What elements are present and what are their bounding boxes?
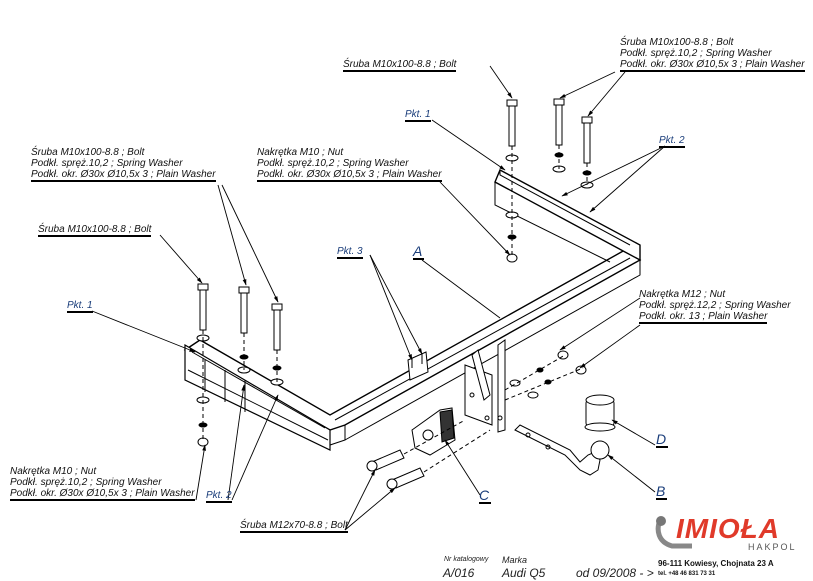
callout-text: Podkł. okr. Ø30x Ø10,5x 3 ; Plain Washer — [257, 169, 442, 182]
callout-top-right: Śruba M10x100-8.8 ; Bolt Podkł. spręż.10… — [620, 37, 805, 72]
callout-text: Śruba M10x100-8.8 ; Bolt — [38, 224, 152, 237]
callout-text: Śruba M10x100-8.8 ; Bolt — [343, 59, 457, 72]
make-value: Audi Q5 — [502, 566, 546, 580]
callout-text: Śruba M10x100-8.8 ; Bolt — [31, 147, 145, 158]
callout-text: Nakrętka M12 ; Nut — [639, 289, 726, 300]
callout-text: Nakrętka M10 ; Nut — [10, 466, 97, 477]
catalog-number-label: Nr katalogowy — [444, 556, 489, 563]
ball-cap-d — [584, 394, 616, 432]
part-d-label: D — [656, 431, 669, 448]
crossbar-a — [183, 169, 642, 451]
callout-text: Nakrętka M10 ; Nut — [257, 147, 344, 158]
callout-text: Podkł. spręż.12,2 ; Spring Washer — [639, 300, 791, 311]
callout-text: Podkł. okr. Ø30x Ø10,5x 3 ; Plain Washer — [31, 169, 216, 182]
catalog-number-value: A/016 — [443, 566, 475, 580]
callout-text: Podkł. spręż.10,2 ; Spring Washer — [257, 158, 409, 169]
callout-text: Podkł. spręż.10,2 ; Spring Washer — [620, 48, 772, 59]
pkt3-label: Pkt. 3 — [337, 246, 363, 259]
production-date-range: od 09/2008 - > — [576, 566, 654, 580]
callout-text: Podkł. okr. Ø30x Ø10,5x 3 ; Plain Washer — [10, 488, 195, 501]
callout-text: Śruba M12x70-8.8 ; Bolt — [240, 520, 348, 533]
callout-bottom-bolt: Śruba M12x70-8.8 ; Bolt — [240, 520, 348, 533]
towball-b — [514, 424, 610, 476]
callout-text: Podkł. spręż.10,2 ; Spring Washer — [31, 158, 183, 169]
socket-plate-c — [411, 407, 456, 456]
part-c-label: C — [479, 487, 492, 504]
callout-text: Śruba M10x100-8.8 ; Bolt — [620, 37, 734, 48]
callout-right-nut: Nakrętka M12 ; Nut Podkł. spręż.12,2 ; S… — [639, 289, 791, 324]
callout-left-upper: Śruba M10x100-8.8 ; Bolt Podkł. spręż.10… — [31, 147, 216, 182]
assembly-axes — [202, 145, 588, 473]
part-a-label: A — [413, 243, 425, 260]
leader-lines — [91, 65, 666, 531]
company-address: 96-111 Kowiesy, Chojnata 23 A — [658, 559, 774, 568]
pkt1-top-label: Pkt. 1 — [405, 109, 431, 122]
make-label: Marka — [502, 555, 528, 565]
pkt1-left-label: Pkt. 1 — [67, 300, 93, 313]
callout-top-center: Śruba M10x100-8.8 ; Bolt — [343, 59, 457, 72]
company-phone: tel. +48 46 831 73 31 — [658, 571, 716, 577]
callout-text: Podkł. okr. 13 ; Plain Washer — [639, 311, 768, 324]
pkt2-bottom-label: Pkt. 2 — [206, 490, 232, 503]
mounting-bracket — [464, 339, 506, 433]
callout-center-nut: Nakrętka M10 ; Nut Podkł. spręż.10,2 ; S… — [257, 147, 442, 182]
company-logo: IMIOŁA HAKPOL — [652, 514, 804, 554]
callout-left-bolt: Śruba M10x100-8.8 ; Bolt — [38, 224, 152, 237]
part-b-label: B — [656, 483, 668, 500]
callout-text: Podkł. spręż.10,2 ; Spring Washer — [10, 477, 162, 488]
towhook-logo-icon — [655, 516, 692, 549]
pkt2-right-label: Pkt. 2 — [659, 135, 685, 148]
callout-bottom-left-nut: Nakrętka M10 ; Nut Podkł. spręż.10,2 ; S… — [10, 466, 195, 501]
callout-text: Podkł. okr. Ø30x Ø10,5x 3 ; Plain Washer — [620, 59, 805, 72]
logo-subtitle: HAKPOL — [748, 542, 797, 552]
logo-brand-text: IMIOŁA — [676, 513, 780, 544]
